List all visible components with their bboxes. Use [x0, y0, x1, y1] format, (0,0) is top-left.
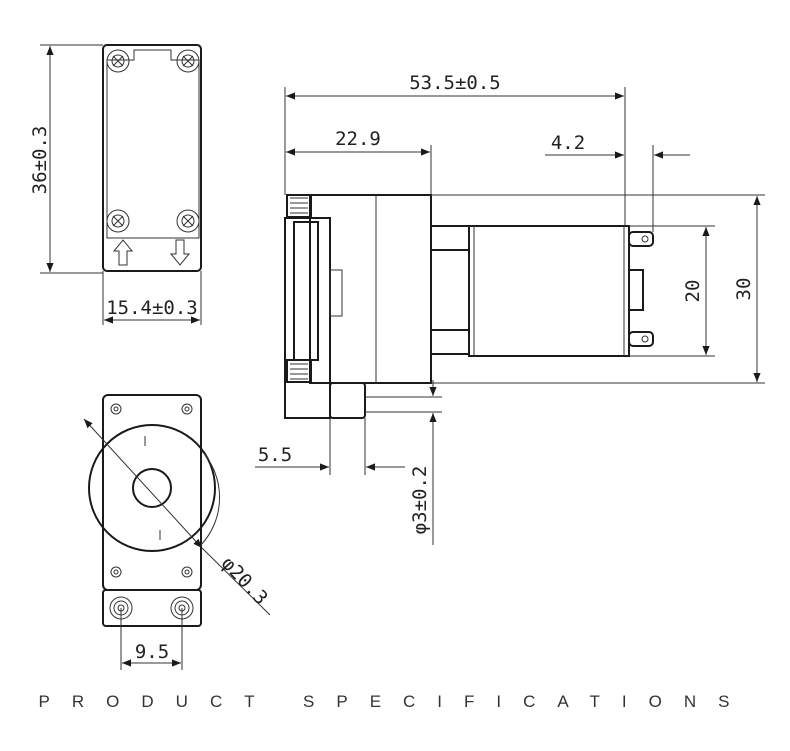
- dim-total-height: 30: [431, 194, 765, 384]
- dim-label-body-length: 22.9: [335, 128, 381, 150]
- dim-side-width: 15.4±0.3: [102, 271, 202, 325]
- dim-nozzle-offset: 5.5: [255, 418, 405, 475]
- dim-label-side-width: 15.4±0.3: [106, 297, 198, 319]
- dim-total-length: 53.5±0.5: [284, 72, 626, 226]
- dim-label-nozzle-offset: 5.5: [258, 444, 292, 466]
- dim-terminal-length: 4.2: [545, 132, 690, 232]
- side-view: [284, 194, 654, 419]
- dim-label-port-spacing: 9.5: [135, 641, 169, 663]
- dim-motor-diameter: 20: [629, 225, 715, 357]
- front-view: [88, 394, 216, 627]
- dim-label-total-length: 53.5±0.5: [409, 72, 501, 94]
- screw-icon: [176, 209, 200, 233]
- footer-title: PRODUCT SPECIFICATIONS: [38, 692, 752, 711]
- dim-port-spacing: 9.5: [120, 608, 183, 670]
- dim-side-height: 36±0.3: [29, 44, 103, 274]
- top-view: [102, 44, 202, 272]
- arrow-down-icon: [169, 239, 191, 266]
- dim-label-port-circle: φ20.3: [217, 552, 272, 609]
- dim-label-terminal-length: 4.2: [551, 132, 585, 154]
- dim-label-nozzle-diameter: φ3±0.2: [409, 466, 431, 535]
- arrow-up-icon: [112, 239, 134, 266]
- dim-label-motor-diameter: 20: [682, 280, 704, 303]
- dim-label-side-height: 36±0.3: [29, 126, 51, 195]
- dim-label-total-height: 30: [733, 278, 755, 301]
- dim-body-length: 22.9: [286, 128, 432, 195]
- screw-icon: [176, 49, 200, 73]
- screw-icon: [106, 209, 130, 233]
- dim-nozzle-diameter: φ3±0.2: [365, 380, 442, 545]
- dim-port-circle: φ20.3: [83, 418, 272, 616]
- screw-icon: [106, 49, 130, 73]
